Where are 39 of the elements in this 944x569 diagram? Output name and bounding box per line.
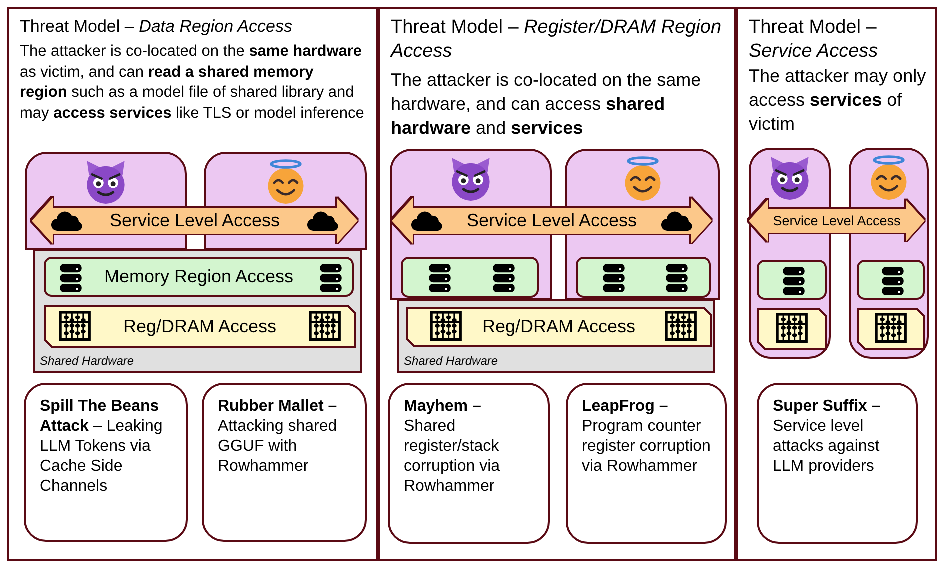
memory-box: [857, 260, 925, 300]
attack-description: LeapFrog – Program counter register corruption via Rowhammer: [582, 397, 712, 477]
region-label: Shared Hardware: [40, 354, 134, 368]
threat-model-panel: [7, 7, 378, 561]
panel-title: Threat Model – Service Access: [749, 16, 880, 64]
threat-model-panel: [736, 7, 937, 561]
attack-description: Super Suffix – Service level attacks against LLM providers: [773, 397, 882, 477]
register-box: [757, 308, 827, 350]
register-box: [857, 308, 925, 350]
panel-description: The attacker is co-located on the same hardware, and can access shared hardware and services: [391, 69, 702, 140]
attack-card: [388, 383, 550, 544]
shared-hardware-region: [397, 299, 715, 373]
attack-card: [24, 383, 188, 542]
box-label: Reg/DRAM Access: [123, 316, 277, 337]
double-arrow: [392, 198, 712, 244]
panel-title: Threat Model – Data Region Access: [20, 16, 294, 37]
memory-box: [401, 257, 539, 298]
attack-card: [566, 383, 727, 544]
double-arrow: [32, 198, 358, 244]
panel-title: Threat Model – Register/DRAM Region Access: [391, 16, 723, 64]
register-box: [406, 307, 712, 347]
threat-model-panel: [378, 7, 736, 561]
shared-hardware-region: [33, 249, 362, 373]
panel-description: The attacker is co-located on the same hardware as victim, and can read a shared memory region such as a model file of shared library and may access services like TLS or model inference: [20, 42, 365, 124]
edge-label: Service Level Access: [771, 214, 903, 228]
register-box: [44, 305, 356, 348]
box-label: Memory Region Access: [104, 266, 294, 288]
double-arrow: [749, 200, 925, 242]
attack-card: [757, 383, 918, 544]
attack-description: Mayhem – Shared register/stack corruption via Rowhammer: [404, 397, 502, 497]
box-label: Reg/DRAM Access: [482, 316, 636, 338]
attack-card: [202, 383, 367, 542]
attack-description: Rubber Mallet – Attacking shared GGUF with Rowhammer: [218, 397, 338, 477]
panel-description: The attacker may only access services of victim: [749, 65, 928, 136]
memory-box: [757, 260, 827, 300]
attack-description: Spill The Beans Attack – Leaking LLM Tokens via Cache Side Channels: [40, 397, 164, 497]
region-label: Shared Hardware: [404, 354, 498, 368]
memory-box: [44, 257, 354, 297]
memory-box: [576, 257, 711, 298]
